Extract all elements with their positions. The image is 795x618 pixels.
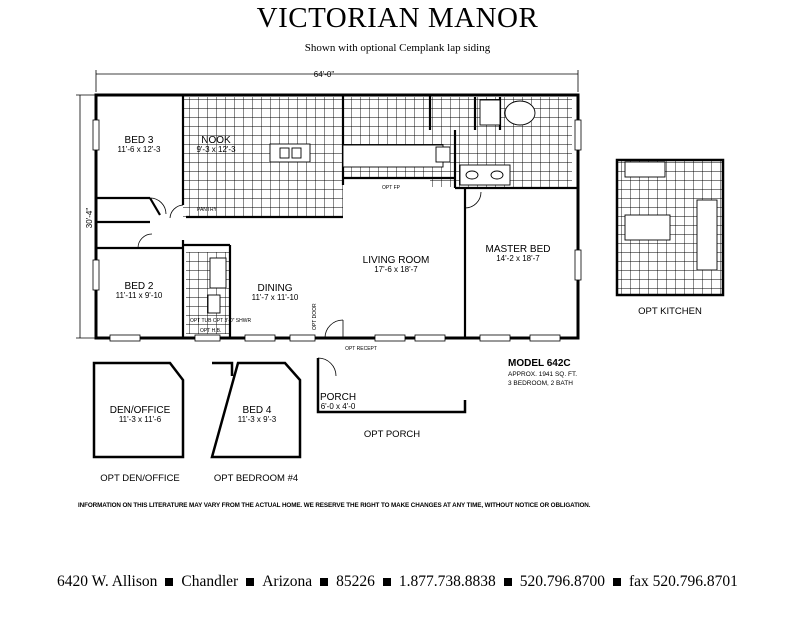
nook-kitchen-tile-floor: [183, 97, 343, 217]
contact-footer: 6420 W. Allison Chandler Arizona 85226 1.877…: [0, 573, 795, 591]
porch-size: 6'-0 x 4'-0: [321, 402, 356, 411]
bullet-square-icon: [165, 577, 174, 586]
depth-dimension-label: 30'-4": [85, 208, 94, 229]
master-bed-label: MASTER BED: [485, 244, 550, 255]
porch-door-swing: [317, 357, 337, 377]
bullet-square-icon: [613, 577, 622, 586]
width-dimension-label: 64'-0": [314, 70, 335, 79]
opt-porch-caption: OPT PORCH: [364, 429, 420, 440]
opt-porch-outline: [316, 358, 467, 414]
opt-kitchen-caption: OPT KITCHEN: [638, 306, 702, 317]
opt-den-outline: [92, 361, 185, 459]
opt-recept-label: OPT RECEPT: [345, 346, 377, 352]
city: Chandler: [181, 573, 239, 590]
bed2-size: 11'-11 x 9'-10: [116, 291, 163, 300]
bed3-label: BED 3: [125, 135, 154, 146]
width-dimension-line: [95, 70, 579, 92]
address: 6420 W. Allison: [57, 573, 158, 590]
page-subtitle: Shown with optional Cemplank lap siding: [304, 42, 491, 54]
opt-bedroom4-outline: [210, 361, 302, 459]
disclaimer-text: INFORMATION ON THIS LITERATURE MAY VARY …: [78, 502, 591, 509]
opt-fp-label: OPT FP: [382, 185, 401, 191]
model-number: MODEL 642C: [508, 358, 571, 369]
dining-size: 11'-7 x 11'-10: [252, 293, 299, 302]
door-swings: [137, 191, 482, 339]
fixtures: [207, 99, 718, 314]
state: Arizona: [262, 573, 313, 590]
nook-label: NOOK: [201, 135, 231, 146]
bullet-square-icon: [382, 577, 391, 586]
bed4-label: BED 4: [243, 405, 272, 416]
depth-dimension-line: [76, 94, 96, 339]
model-rooms: 3 BEDROOM, 2 BATH: [508, 380, 573, 387]
bed4-size: 11'-3 x 9'-3: [238, 415, 277, 424]
pantry-label: PANTRY: [197, 207, 217, 213]
phone-local: 520.796.8700: [519, 573, 606, 590]
opt-tub-shwr-label: OPT TUB OPT 3'-0" SHWR: [190, 318, 251, 324]
page-title: VICTORIAN MANOR: [256, 2, 539, 34]
master-bed-size: 14'-2 x 18'-7: [496, 254, 540, 263]
bed2-label: BED 2: [125, 281, 154, 292]
bullet-square-icon: [246, 577, 255, 586]
opt-kitchen-outline: [615, 158, 725, 297]
zip: 85226: [336, 573, 375, 590]
den-office-size: 11'-3 x 11'-6: [119, 415, 162, 424]
opt-den-caption: OPT DEN/OFFICE: [100, 473, 180, 484]
exterior-wall: [94, 93, 580, 340]
opt-bedroom4-caption: OPT BEDROOM #4: [214, 473, 298, 484]
nook-size: 9'-3 x 12'-3: [196, 145, 236, 154]
dining-label: DINING: [258, 283, 293, 294]
windows: [92, 119, 582, 342]
porch-label: PORCH: [320, 392, 356, 403]
model-sqft: APPROX. 1941 SQ. FT.: [508, 371, 577, 378]
fax: fax 520.796.8701: [629, 573, 738, 590]
living-room-label: LIVING ROOM: [363, 255, 430, 266]
den-office-label: DEN/OFFICE: [110, 405, 171, 416]
bullet-square-icon: [320, 577, 329, 586]
bullet-square-icon: [503, 577, 512, 586]
bed3-size: 11'-6 x 12'-3: [118, 145, 161, 154]
opt-door-label: OPT DOOR: [312, 303, 318, 330]
living-room-size: 17'-6 x 18'-7: [374, 265, 418, 274]
phone-tollfree: 1.877.738.8838: [398, 573, 496, 590]
opt-hb-label: OPT H.B.: [200, 328, 221, 334]
